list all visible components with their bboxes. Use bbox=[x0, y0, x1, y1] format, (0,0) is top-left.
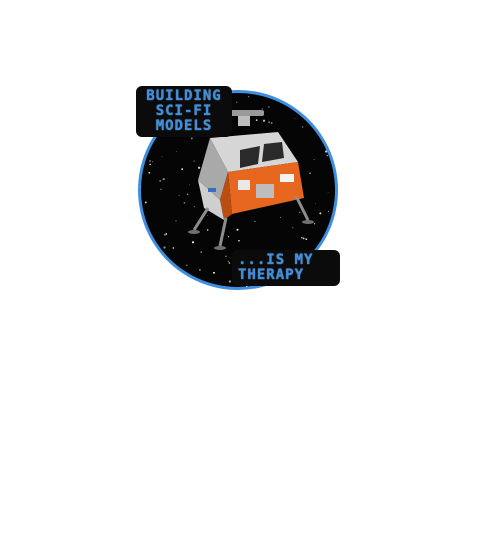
star bbox=[183, 202, 186, 204]
star bbox=[163, 233, 166, 236]
star bbox=[190, 137, 193, 140]
star bbox=[147, 245, 150, 248]
star bbox=[165, 233, 168, 235]
star bbox=[149, 160, 151, 162]
star bbox=[325, 150, 328, 153]
star bbox=[207, 215, 208, 216]
star bbox=[142, 151, 145, 154]
star bbox=[191, 241, 195, 244]
star bbox=[277, 94, 279, 96]
star bbox=[193, 206, 195, 208]
star bbox=[313, 223, 316, 225]
star bbox=[144, 201, 147, 204]
caption-top: BUILDING SCI-FI MODELS bbox=[136, 86, 232, 137]
star bbox=[186, 264, 188, 267]
sticker-artwork bbox=[128, 80, 348, 300]
star bbox=[228, 262, 231, 264]
star bbox=[140, 186, 141, 189]
lander-craft bbox=[188, 110, 314, 250]
star bbox=[325, 92, 327, 93]
star bbox=[172, 247, 175, 249]
star bbox=[140, 282, 142, 285]
star bbox=[189, 184, 191, 186]
caption-top-line-2: SCI-FI bbox=[155, 103, 213, 119]
star bbox=[181, 168, 184, 171]
star bbox=[154, 264, 156, 266]
star bbox=[186, 277, 188, 279]
star bbox=[292, 227, 294, 229]
lunar-lander-illustration bbox=[138, 90, 338, 290]
star bbox=[227, 260, 229, 262]
star bbox=[200, 251, 202, 253]
star bbox=[163, 246, 166, 249]
star bbox=[327, 210, 330, 212]
star bbox=[305, 238, 308, 241]
star bbox=[298, 211, 301, 214]
star bbox=[261, 108, 263, 110]
star bbox=[199, 269, 201, 271]
caption-top-line-1: BUILDING bbox=[146, 88, 222, 104]
star bbox=[149, 163, 151, 166]
star bbox=[161, 155, 163, 157]
star bbox=[186, 193, 189, 196]
star bbox=[206, 229, 209, 231]
star bbox=[270, 122, 273, 124]
star bbox=[159, 179, 162, 182]
star bbox=[197, 166, 201, 169]
star bbox=[191, 279, 193, 280]
star bbox=[262, 119, 266, 122]
star bbox=[268, 121, 271, 124]
star bbox=[178, 194, 180, 196]
star bbox=[248, 96, 250, 98]
star bbox=[172, 284, 175, 286]
star bbox=[255, 119, 258, 122]
star bbox=[267, 93, 269, 94]
star bbox=[213, 271, 215, 274]
star bbox=[294, 118, 296, 120]
caption-bottom-line-1: ...IS MY bbox=[238, 252, 314, 268]
star bbox=[268, 106, 270, 108]
star bbox=[302, 237, 305, 240]
star bbox=[162, 177, 165, 181]
star bbox=[327, 192, 329, 194]
star bbox=[228, 280, 231, 283]
star bbox=[160, 188, 162, 190]
star bbox=[176, 151, 177, 152]
caption-top-line-3: MODELS bbox=[155, 118, 213, 134]
star bbox=[148, 171, 151, 174]
star bbox=[301, 236, 303, 239]
star bbox=[326, 155, 328, 157]
star bbox=[225, 255, 227, 258]
star bbox=[152, 161, 154, 163]
star bbox=[193, 160, 195, 162]
star bbox=[314, 203, 316, 204]
star bbox=[236, 101, 238, 103]
star bbox=[175, 220, 177, 222]
star bbox=[279, 216, 282, 218]
star bbox=[313, 158, 315, 161]
star bbox=[142, 139, 144, 141]
star bbox=[302, 126, 304, 128]
caption-bottom: ...IS MY THERAPY bbox=[232, 250, 340, 286]
star bbox=[254, 220, 256, 223]
star bbox=[197, 287, 199, 288]
caption-bottom-line-2: THERAPY bbox=[238, 267, 305, 283]
star bbox=[319, 212, 322, 215]
star bbox=[236, 228, 239, 231]
star bbox=[227, 236, 230, 238]
star bbox=[238, 239, 240, 242]
star bbox=[309, 172, 311, 174]
